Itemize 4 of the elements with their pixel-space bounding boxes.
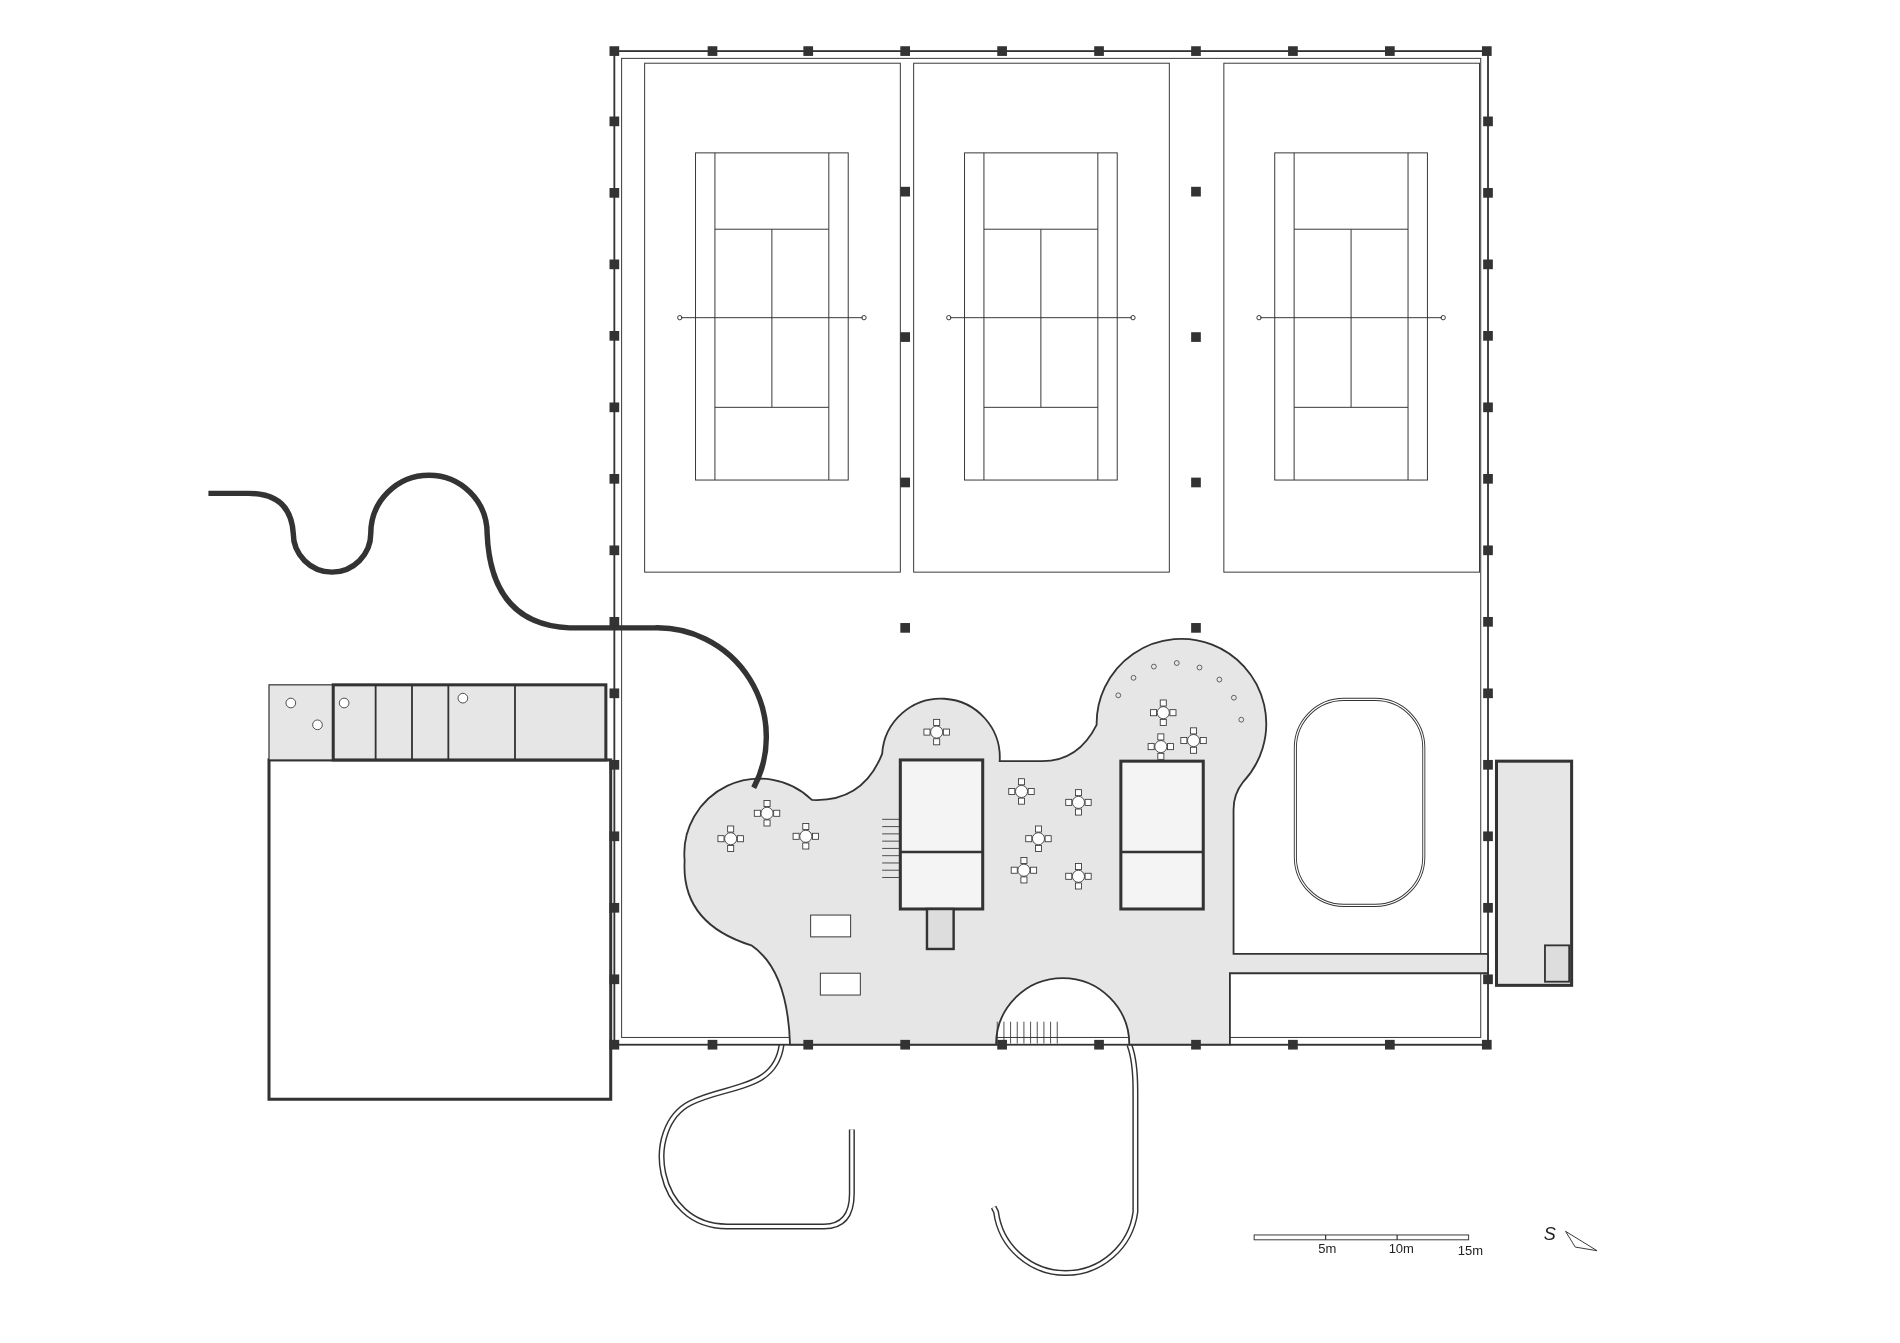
orientation-letter: S xyxy=(1543,1225,1556,1244)
scale-label: 10m xyxy=(1388,1242,1414,1255)
scale-label: 5m xyxy=(1318,1242,1337,1255)
scale-label: 15m xyxy=(1457,1244,1483,1258)
